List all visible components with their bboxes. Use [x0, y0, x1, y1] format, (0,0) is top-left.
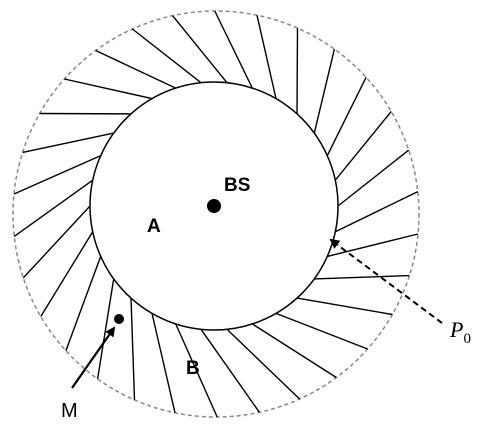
outer-boundary-circle	[12, 10, 420, 418]
spoke-line	[131, 28, 202, 84]
spoke-line	[22, 132, 114, 154]
base-station-dot	[207, 199, 221, 213]
spoke-line	[151, 313, 176, 413]
spoke-line	[327, 233, 419, 258]
spoke-line	[65, 256, 102, 351]
spoke-line	[334, 190, 419, 233]
region-b-label: B	[186, 358, 200, 379]
p0-label: P0	[449, 317, 471, 347]
spoke-line	[200, 328, 260, 413]
spoke-line	[40, 231, 94, 317]
spoke-line	[22, 205, 91, 279]
spoke-line	[13, 154, 101, 195]
spoke-line	[313, 48, 336, 134]
p0-main: P	[449, 317, 463, 342]
point-m-dot	[114, 314, 124, 324]
p0-subscript: 0	[463, 331, 471, 347]
spoke-line	[275, 312, 368, 350]
spoke-line	[296, 297, 393, 316]
spoke-line	[130, 298, 136, 400]
spoke-line	[251, 323, 337, 379]
spoke-line	[326, 76, 367, 156]
m-label: M	[61, 400, 78, 422]
spoke-line	[13, 179, 94, 237]
spoke-line	[175, 323, 218, 418]
spoke-line	[256, 15, 277, 99]
m-arrow	[71, 326, 116, 389]
p0-arrow	[329, 238, 443, 324]
spoke-line	[296, 28, 299, 114]
spoke-line	[214, 10, 253, 89]
spoke-line	[226, 328, 301, 400]
spoke-line	[172, 15, 228, 84]
bs-label: BS	[224, 175, 250, 196]
spoke-line	[96, 278, 115, 380]
spoke-line	[64, 78, 153, 100]
spoke-line	[95, 49, 176, 89]
spoke-line	[337, 149, 410, 207]
spoke-line	[334, 111, 392, 181]
spoke-line	[314, 274, 410, 280]
region-a-label: A	[147, 216, 161, 237]
